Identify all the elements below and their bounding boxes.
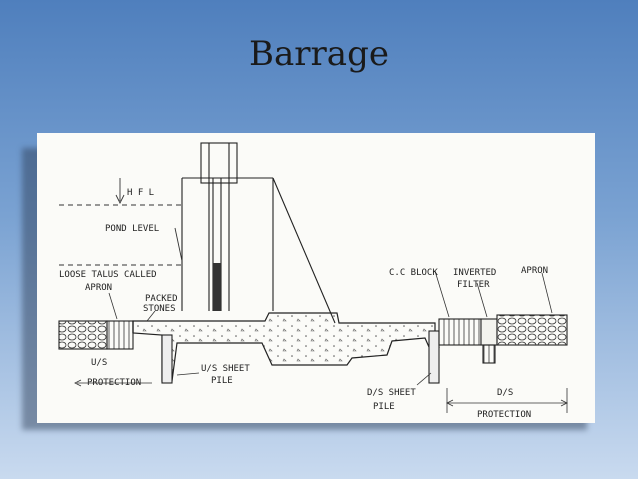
downstream-apron <box>496 314 568 346</box>
label-us-protection: PROTECTION <box>87 378 141 388</box>
label-ds-protection: PROTECTION <box>477 410 531 420</box>
label-apron-right: APRON <box>521 266 548 276</box>
label-ds-sheet: D/S SHEET <box>367 388 416 398</box>
label-us-sheet: U/S SHEET <box>201 364 250 374</box>
packed-stones <box>106 320 134 350</box>
slide-title: Barrage <box>249 34 389 74</box>
label-filter: FILTER <box>457 280 490 290</box>
label-apron-left: APRON <box>85 283 112 293</box>
leader-lines <box>74 270 568 413</box>
toe-wall <box>482 344 496 364</box>
label-ds: D/S <box>497 388 513 398</box>
ds-sheet-pile <box>428 330 440 384</box>
label-cc-block: C.C BLOCK <box>389 268 438 278</box>
label-us-pile: PILE <box>211 376 233 386</box>
label-stones: STONES <box>143 304 176 314</box>
us-sheet-pile <box>161 334 173 384</box>
label-us: U/S <box>91 358 107 368</box>
label-loose-talus: LOOSE TALUS CALLED <box>59 270 157 280</box>
label-hfl: H F L <box>127 188 154 198</box>
inverted-filter <box>480 318 498 346</box>
label-pond-level: POND LEVEL <box>105 224 159 234</box>
label-ds-pile: PILE <box>373 402 395 412</box>
label-packed: PACKED <box>145 294 178 304</box>
barrage-diagram: H F L POND LEVEL LOOSE TALUS CALLED APRO… <box>37 133 595 423</box>
barrage-floor <box>132 312 440 382</box>
cc-block <box>438 318 482 346</box>
water-levels <box>59 178 183 266</box>
barrage-cross-section: H F L POND LEVEL LOOSE TALUS CALLED APRO… <box>58 142 568 420</box>
pier-structure <box>181 142 336 324</box>
label-inverted: INVERTED <box>453 268 496 278</box>
loose-talus-apron <box>58 320 108 350</box>
